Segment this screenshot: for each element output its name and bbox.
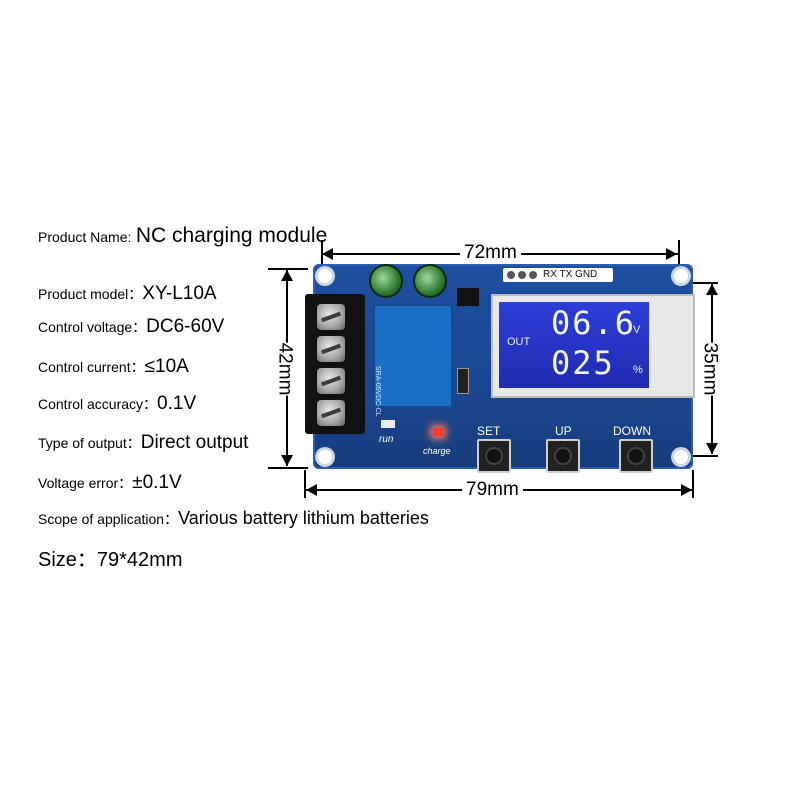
dim-label-left: 42mm: [273, 342, 296, 396]
dim-tick: [268, 268, 308, 270]
charge-led-icon: [433, 428, 443, 436]
spec-row: Control accuracy：0.1V: [38, 393, 196, 415]
header-pin-icon: [507, 271, 515, 279]
spec-value: DC6-60V: [146, 316, 225, 337]
dim-tick: [268, 467, 308, 469]
circuit-board: SRA-05VDC-CL RX TX GND OUT 06.6 V 025 % …: [305, 264, 695, 473]
set-label: SET: [477, 424, 501, 438]
dim-tick: [678, 240, 680, 270]
lcd-unit-percent: %: [633, 364, 643, 376]
spec-value: 79*42mm: [96, 549, 183, 571]
charge-label: charge: [423, 446, 451, 456]
arrow-down-icon: [706, 443, 718, 454]
mount-hole: [318, 269, 332, 283]
mount-hole: [674, 450, 688, 464]
arrow-left-icon: [306, 484, 317, 496]
spec-row: Voltage error：±0.1V: [38, 472, 182, 494]
product-name-value: NC charging module: [135, 224, 328, 247]
spec-value: Direct output: [140, 432, 249, 453]
spec-value: ≤10A: [144, 356, 189, 377]
arrow-right-icon: [666, 248, 677, 260]
chip-icon: [457, 288, 479, 306]
screw-terminal: [305, 294, 365, 434]
arrow-up-icon: [281, 270, 293, 281]
screw-icon: [317, 368, 345, 394]
spec-key: Product model：: [38, 286, 143, 302]
set-button[interactable]: [477, 439, 511, 473]
spec-row: Scope of application：Various battery lit…: [38, 508, 429, 529]
lcd-voltage: 06.6: [551, 304, 637, 342]
spec-key: Control voltage：: [38, 319, 147, 335]
dim-label-bottom: 79mm: [462, 479, 523, 501]
led-icon: [381, 420, 395, 428]
screw-icon: [317, 336, 345, 362]
header-pin-icon: [529, 271, 537, 279]
lcd-unit-v: V: [633, 324, 641, 336]
spec-key: Size：: [38, 549, 97, 571]
dim-tick: [692, 470, 694, 498]
screw-icon: [317, 304, 345, 330]
spec-key: Control current：: [38, 359, 145, 375]
lcd-percent: 025: [551, 344, 615, 382]
down-button[interactable]: [619, 439, 653, 473]
arrow-down-icon: [281, 455, 293, 466]
spec-row: Size：79*42mm: [38, 543, 183, 572]
lcd-display: OUT 06.6 V 025 %: [499, 302, 649, 388]
product-name: Product Name: NC charging module: [38, 224, 327, 248]
spec-row: Type of output：Direct output: [38, 432, 248, 454]
spec-value: XY-L10A: [142, 283, 217, 304]
spec-key: Voltage error：: [38, 475, 133, 491]
spec-value: Various battery lithium batteries: [178, 508, 429, 528]
dim-label-right: 35mm: [698, 342, 721, 396]
spec-row: Product model：XY-L10A: [38, 283, 217, 305]
lcd-out-label: OUT: [507, 336, 531, 348]
uart-header: RX TX GND: [503, 268, 613, 282]
screw-icon: [317, 400, 345, 426]
dim-tick: [304, 470, 306, 498]
mount-hole: [674, 269, 688, 283]
relay: SRA-05VDC-CL: [373, 304, 453, 417]
spec-row: Control voltage：DC6-60V: [38, 316, 224, 338]
spec-row: Control current：≤10A: [38, 356, 189, 378]
spec-key: Scope of application：: [38, 511, 179, 527]
run-label: run: [379, 434, 394, 445]
diode-icon: [457, 368, 469, 394]
mount-hole: [318, 450, 332, 464]
header-pin-icon: [518, 271, 526, 279]
spec-key: Control accuracy：: [38, 396, 158, 412]
arrow-up-icon: [706, 284, 718, 295]
up-label: UP: [555, 424, 572, 438]
dim-tick: [680, 455, 718, 457]
arrow-left-icon: [322, 248, 333, 260]
spec-value: 0.1V: [157, 393, 197, 414]
lcd-frame: OUT 06.6 V 025 %: [491, 294, 695, 398]
header-label: RX TX GND: [543, 269, 598, 280]
relay-label: SRA-05VDC-CL: [374, 366, 381, 417]
capacitor-icon: [413, 264, 447, 298]
dim-label-top: 72mm: [460, 242, 521, 264]
dim-tick: [680, 282, 718, 284]
capacitor-icon: [369, 264, 403, 298]
up-button[interactable]: [546, 439, 580, 473]
arrow-right-icon: [681, 484, 692, 496]
spec-value: ±0.1V: [132, 472, 182, 493]
product-name-key: Product Name:: [38, 229, 132, 245]
spec-key: Type of output：: [38, 435, 141, 451]
down-label: DOWN: [613, 424, 651, 438]
